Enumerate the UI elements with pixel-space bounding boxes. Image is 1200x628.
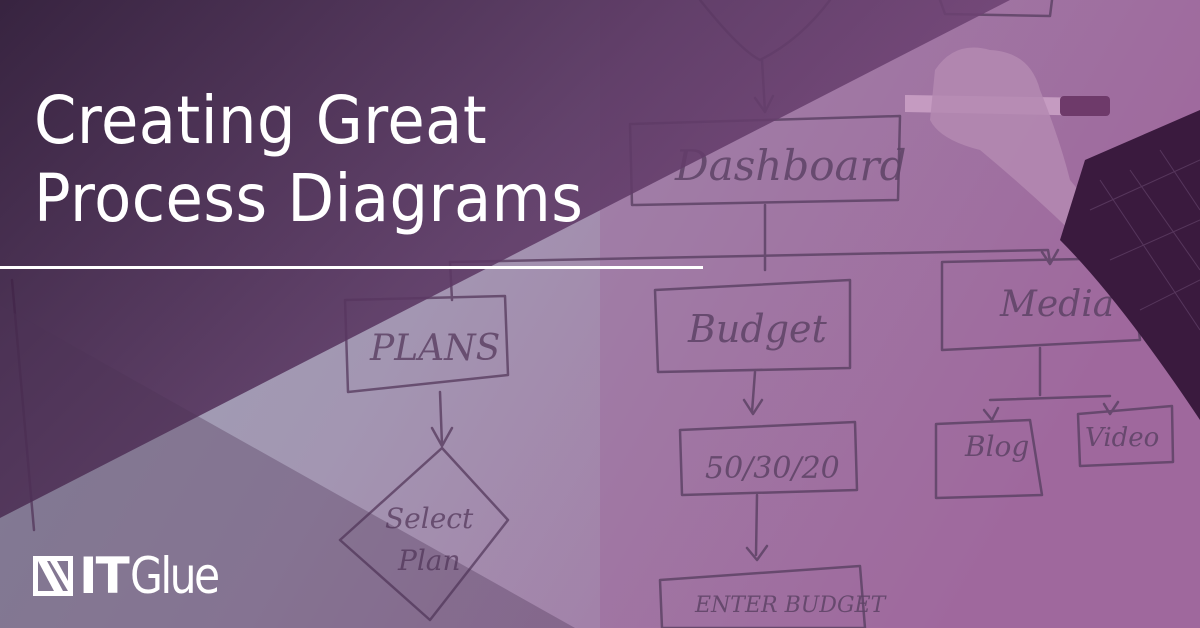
logo-text-it: IT bbox=[79, 547, 130, 605]
diagram-label-blog: Blog bbox=[964, 430, 1029, 463]
diagram-label-503020: 50/30/20 bbox=[705, 451, 840, 486]
diagram-label-enter-budget: ENTER BUDGET bbox=[694, 593, 888, 618]
diagram-label-budget: Budget bbox=[687, 307, 828, 351]
diagram-label-select: Select bbox=[385, 502, 474, 535]
diagram-label-plan: Plan bbox=[397, 544, 461, 577]
title-block: Creating Great Process Diagrams bbox=[34, 82, 631, 238]
title-underline-divider bbox=[0, 266, 703, 269]
itglue-logo: IT Glue bbox=[33, 547, 233, 605]
logo-text-glue: Glue bbox=[129, 547, 220, 605]
page-title-line-1: Creating Great bbox=[34, 82, 488, 159]
page-title-line-2: Process Diagrams bbox=[34, 160, 584, 237]
hand-with-marker bbox=[905, 47, 1200, 420]
diagram-label-media: Media bbox=[999, 284, 1114, 325]
diagram-label-video: Video bbox=[1085, 423, 1159, 453]
diagram-label-plans: PLANS bbox=[369, 328, 500, 369]
itglue-logo-icon bbox=[33, 556, 73, 596]
